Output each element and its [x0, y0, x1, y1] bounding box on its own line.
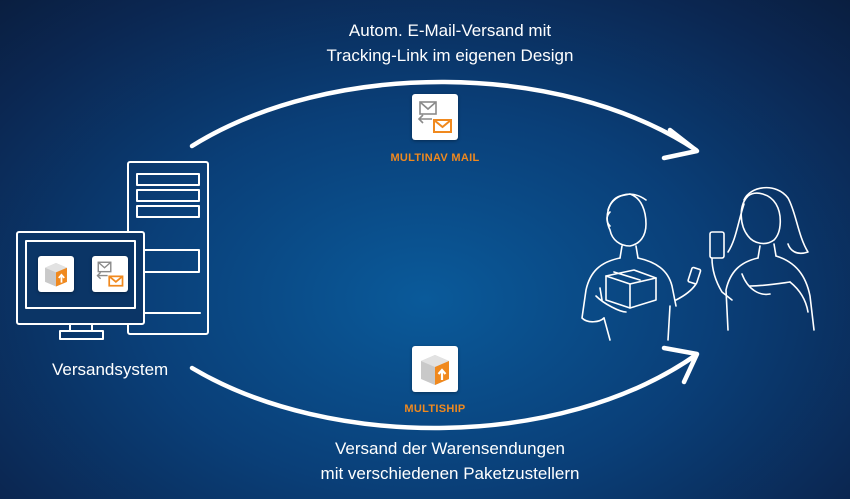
bottom-caption-line2: mit verschiedenen Paketzustellern: [320, 464, 580, 483]
package-upload-icon: [421, 355, 449, 385]
multinav-mail-label: MULTINAV MAIL: [390, 152, 480, 164]
top-caption: Autom. E-Mail-Versand mit Tracking-Link …: [250, 18, 650, 68]
bottom-caption-line1: Versand der Warensendungen: [335, 439, 565, 458]
envelope-exchange-icon: [417, 101, 452, 133]
top-caption-line2: Tracking-Link im eigenen Design: [326, 46, 574, 65]
monitor-multiship-tile: [38, 256, 74, 292]
multiship-tile: [412, 346, 458, 392]
multinav-mail-tile: [412, 94, 458, 140]
package-upload-icon: [45, 263, 67, 287]
bottom-caption: Versand der Warensendungen mit verschied…: [230, 436, 670, 486]
delivery-person-icon: [581, 193, 702, 341]
customer-with-phone-icon: [709, 186, 815, 331]
multiship-label: MULTISHIP: [404, 403, 466, 415]
envelope-exchange-icon: [96, 261, 124, 287]
system-label: Versandsystem: [52, 360, 169, 379]
monitor-icon: [16, 231, 145, 340]
top-flow-arrow: [189, 79, 700, 161]
top-caption-line1: Autom. E-Mail-Versand mit: [348, 21, 552, 40]
bottom-flow-arrow: [189, 345, 700, 431]
monitor-multinav-tile: [92, 256, 128, 292]
